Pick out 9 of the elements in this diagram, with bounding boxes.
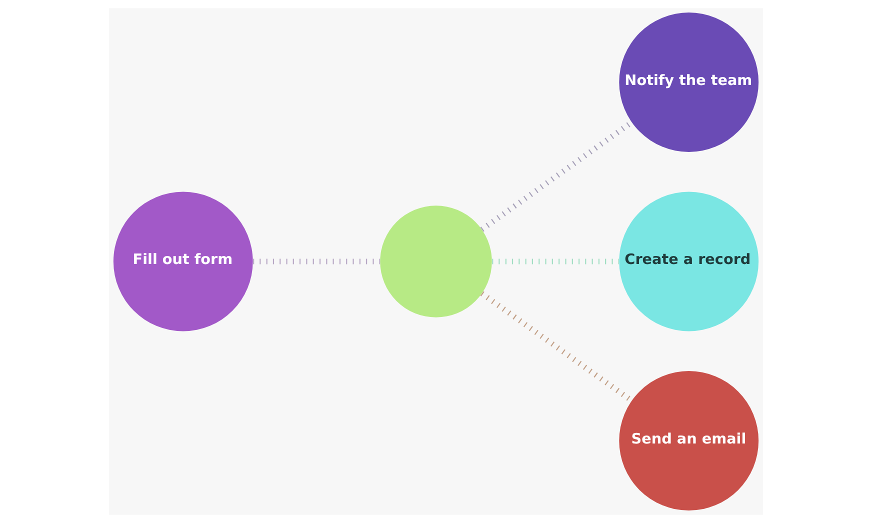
node-circle: Send an email: [619, 371, 759, 510]
node-circle: Create a record: [619, 192, 759, 332]
node-circle: Fill out form: [113, 192, 253, 332]
connector: [253, 258, 380, 264]
node-circle: [380, 206, 492, 318]
node-circle: Notify the team: [619, 12, 759, 152]
connector: [480, 291, 634, 403]
connector: [480, 120, 634, 232]
connector: [492, 258, 619, 264]
